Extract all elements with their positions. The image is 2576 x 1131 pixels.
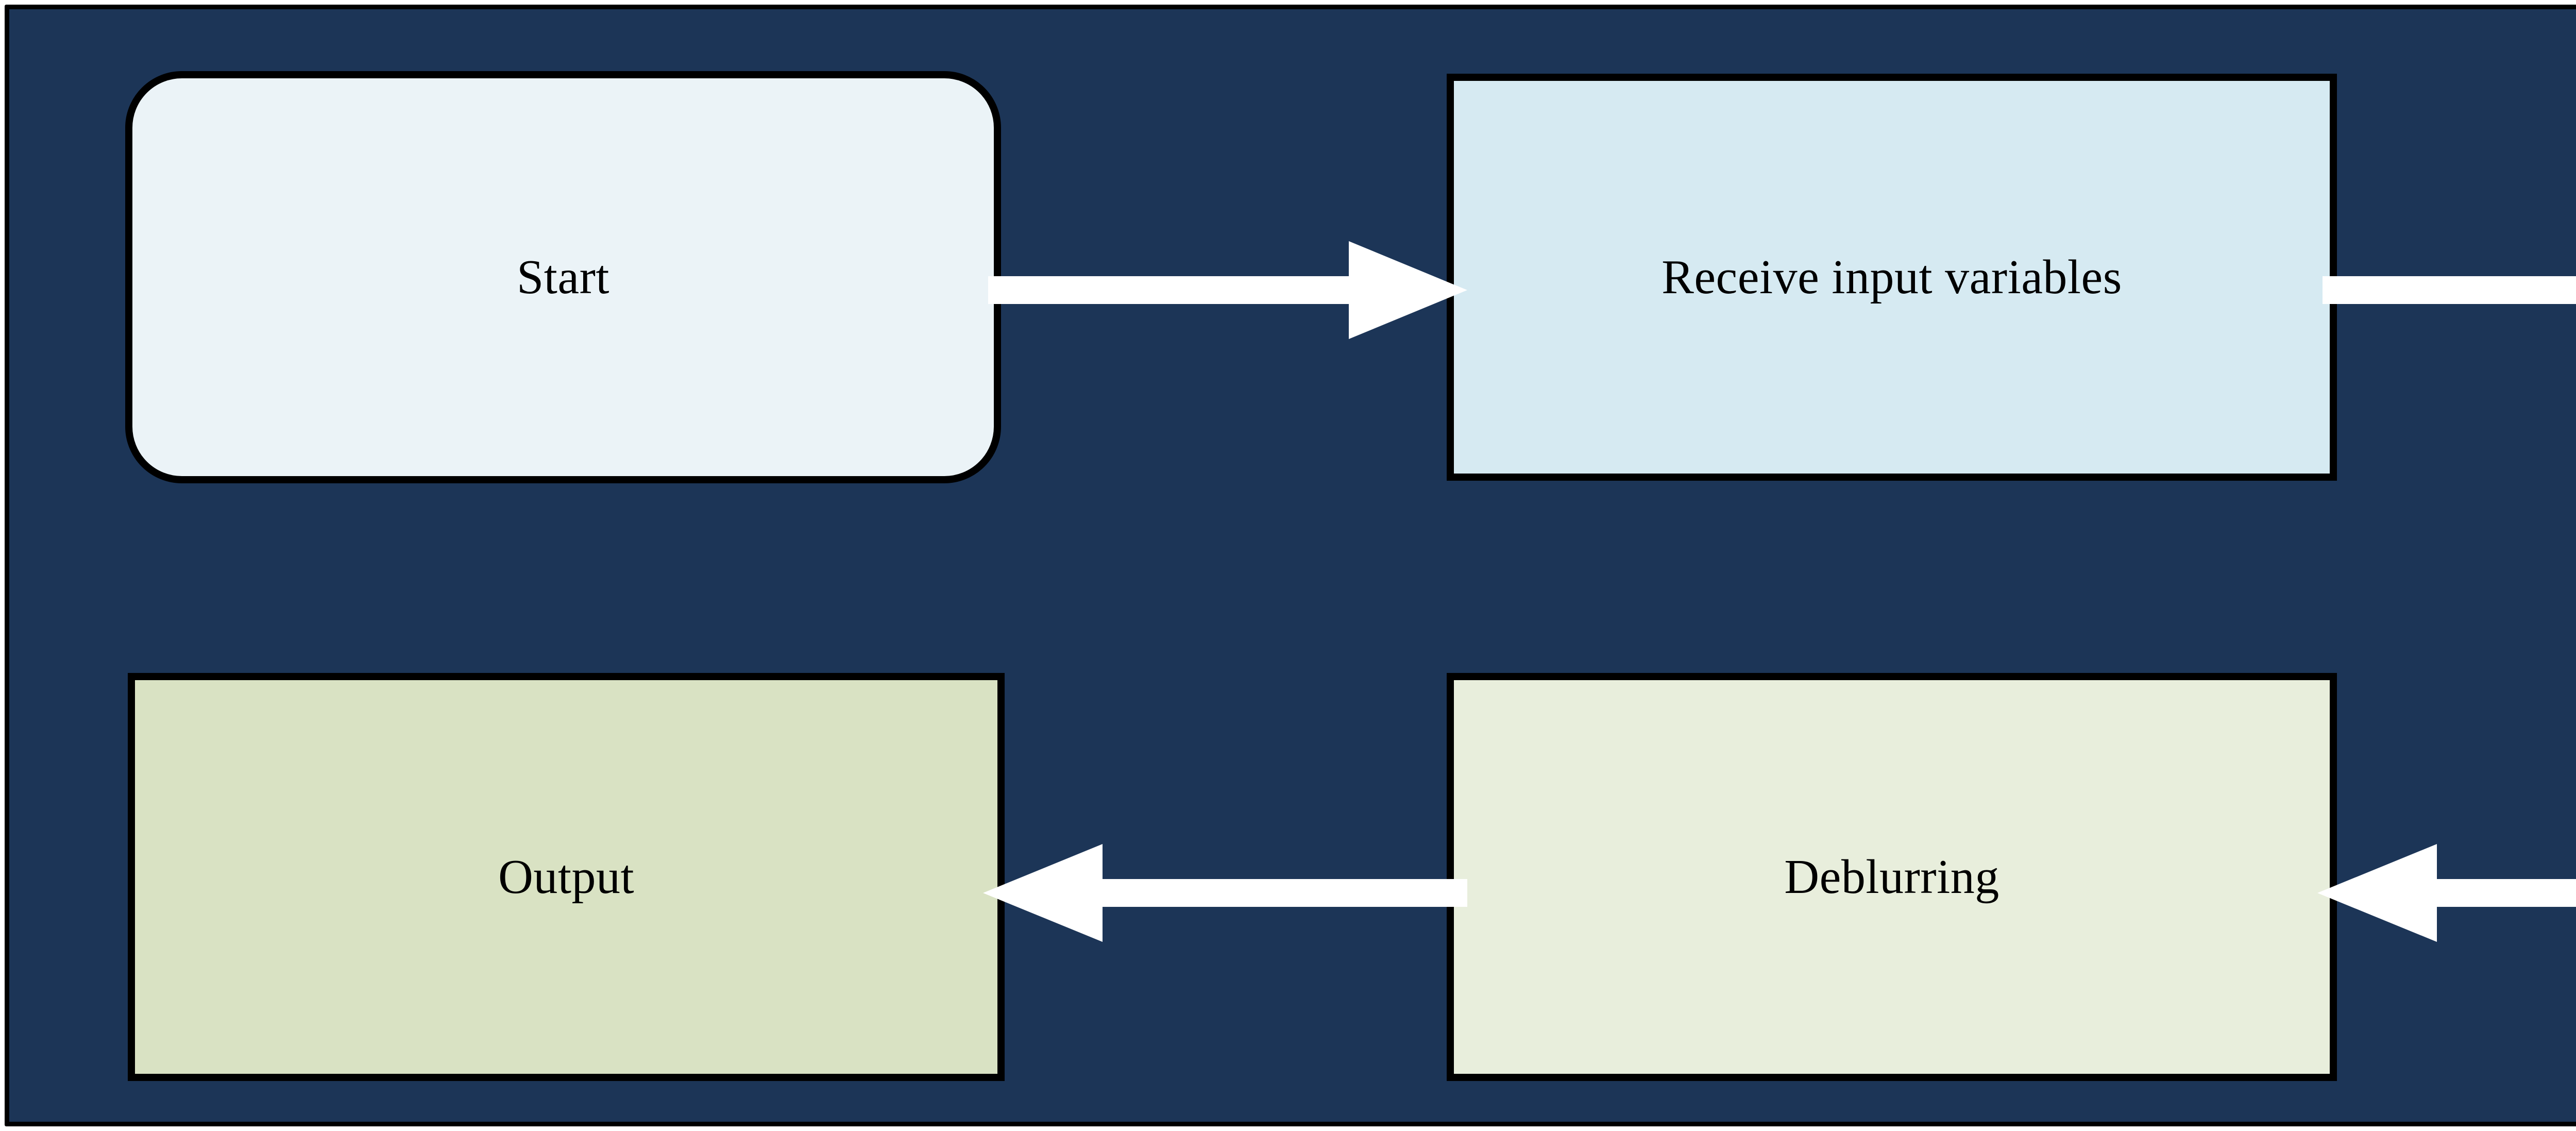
diagram-frame: Start Receive input variables Input vari… xyxy=(5,5,2576,1126)
flow-node-output-label: Output xyxy=(498,850,635,904)
arrow-left-icon xyxy=(2317,834,2576,952)
flow-node-deblurring[interactable]: Deblurring xyxy=(1447,673,2337,1081)
arrow-right-icon xyxy=(2323,231,2576,349)
arrow-right-icon xyxy=(988,231,1467,349)
flow-node-output[interactable]: Output xyxy=(128,673,1005,1081)
flow-node-start[interactable]: Start xyxy=(125,71,1001,483)
flow-node-deblurring-label: Deblurring xyxy=(1784,850,1999,904)
flow-node-start-label: Start xyxy=(516,250,610,304)
arrow-left-icon xyxy=(983,834,1467,952)
flow-node-receive-input-variables[interactable]: Receive input variables xyxy=(1447,74,2337,481)
flow-node-receive-input-variables-label: Receive input variables xyxy=(1662,250,2122,304)
